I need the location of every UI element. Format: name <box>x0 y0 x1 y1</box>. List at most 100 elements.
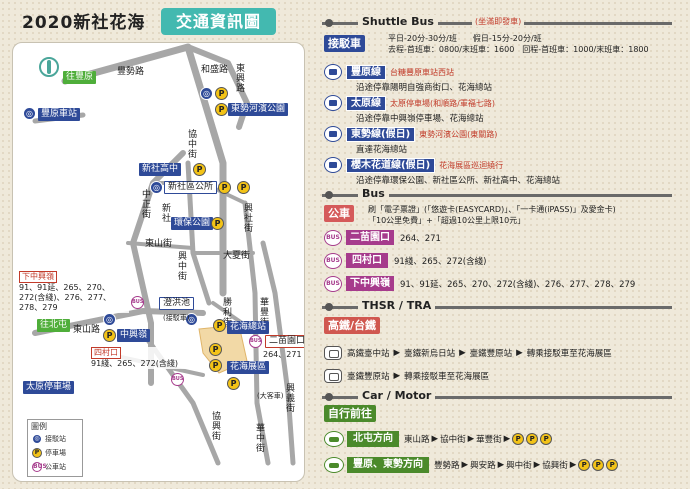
rail-chip: 高鐵/台鐵 <box>324 317 381 334</box>
arrow-icon: ▶ <box>459 348 466 358</box>
road-dongshan <box>32 308 206 336</box>
shuttle-parking-note: (接駁車) <box>163 314 190 322</box>
parking-icon: P <box>540 433 553 445</box>
shuttle-bus-icon <box>324 95 342 111</box>
bus-icon: BUS <box>324 252 342 269</box>
route-step: 華豐街 <box>476 435 502 445</box>
legend-parking-label: 停車場 <box>45 449 66 457</box>
rail-step: 轉乘接駁車至花海展區 <box>526 349 612 359</box>
section-marker-icon <box>325 19 333 27</box>
stop-xinshe-park[interactable]: 新社區公所 <box>164 181 218 194</box>
rail-row-thsr[interactable]: 高鐵臺中站 ▶ 臺鐵新烏日站 ▶ 臺鐵豐原站 ▶ 轉乘接駁車至花海展區 <box>324 345 612 361</box>
line-name: 櫻木花道線(假日) <box>346 157 436 173</box>
parking-pin[interactable]: P <box>218 181 231 194</box>
parking-pin[interactable]: P <box>213 319 226 332</box>
shuttle-line-taiyuan[interactable]: 太原線 太原停車場(和順路/軍福七路) <box>324 95 495 111</box>
bus-stop-pin[interactable]: BUS <box>171 373 184 386</box>
map-panel[interactable]: 豐勢路 和盛路 東興路 協中街 興社街 中正街 東山街 大夏街 興中街 東山路 … <box>12 42 305 482</box>
ermiao-routes: 264、271 <box>263 350 302 359</box>
shuttle-line-fengyuan[interactable]: 豐原線 台糖豐原車站西站 <box>324 64 454 80</box>
info-panel: Shuttle Bus (坐滿即發車) 接駁車 平日-20分-30分/班 假日-… <box>310 12 684 484</box>
route-step: 協興街 <box>542 461 568 471</box>
shuttle-stop-pin[interactable]: ◎ <box>200 87 213 100</box>
shuttle-stop-pin[interactable]: ◎ <box>150 181 163 194</box>
arrow-icon: ▶ <box>393 348 401 358</box>
legend-parking: P 停車場 <box>32 448 66 458</box>
stop-zhongxing-ling[interactable]: 中興嶺 <box>117 329 151 342</box>
bus-row-ermiao[interactable]: BUS 二苗園口 264、271 <box>324 229 441 246</box>
road-label-xiezhong: 協中街 <box>186 129 196 159</box>
shuttle-bus-icon <box>324 157 342 173</box>
parking-pin[interactable]: P <box>215 87 228 100</box>
route-step: 興中街 <box>506 461 532 471</box>
shuttle-stop-pin[interactable]: ◎ <box>103 313 116 326</box>
shuttle-line-dongshi[interactable]: 東勢線(假日) 東勢河濱公園(東關路) <box>324 126 497 142</box>
xiazhong-route-box: 下中興嶺 91、91延、265、270、272(含綫)、276、277、278、… <box>19 271 129 313</box>
parking-pin[interactable]: P <box>103 329 116 342</box>
car-row-fengyuan[interactable]: 豐原、東勢方向 豐勢路 ▶ 興安路 ▶ 興中街 ▶ 協興街 ▶ P P P <box>324 456 619 474</box>
arrow-icon: ▶ <box>497 460 505 470</box>
shuttle-stop-pin[interactable]: ◎ <box>23 107 36 120</box>
arrow-icon: ▶ <box>533 460 541 470</box>
route-step: 東山路 <box>404 435 430 445</box>
arrow-icon: ▶ <box>503 434 511 444</box>
shuttle-title: Shuttle Bus <box>358 15 438 28</box>
route-step: 豐勢路 <box>434 461 460 471</box>
title-badge: 交通資訊圖 <box>161 8 276 35</box>
sicun-label: 四村口 <box>91 347 121 359</box>
divider <box>322 194 672 197</box>
bus-stop-pin[interactable]: BUS <box>249 335 262 348</box>
timetable-line: 去程-首班車：0800/末班車：1600 回程-首班車：1000/末班車：180… <box>388 45 649 54</box>
car-chip: 自行前往 <box>324 405 376 422</box>
road-label-xingshe: 興社街 <box>242 203 252 233</box>
stop-taiyuan[interactable]: 太原停車場 <box>23 381 75 394</box>
parking-pin[interactable]: P <box>237 181 250 194</box>
sicun-routes: 91綫、265、272(含綫) <box>91 359 178 368</box>
road-label-huazhong: 華中街 <box>254 423 264 453</box>
compass-icon <box>39 57 59 77</box>
stop-flower-expo[interactable]: 花海展區 <box>227 361 270 374</box>
line-tag: 花海展區巡迴繞行 <box>439 160 504 170</box>
car-row-beitun[interactable]: 北屯方向 東山路 ▶ 協中街 ▶ 華豐街 ▶ P P P <box>324 430 553 448</box>
stop-huanbao-park[interactable]: 環保公園 <box>171 217 214 230</box>
stop-tingyuan[interactable]: 澄洪池 <box>159 297 195 310</box>
parking-pin[interactable]: P <box>215 103 228 116</box>
parking-pin[interactable]: P <box>227 377 240 390</box>
bus-notes: 刷「電子票證」(「悠遊卡(EASYCARD)」、「一卡通(iPASS)」及愛金卡… <box>368 204 616 226</box>
bus-routes: 91、91延、265、270、272(含綫)、276、277、278、279 <box>400 279 636 290</box>
parking-pin[interactable]: P <box>211 217 224 230</box>
line-tag: 東勢河濱公園(東關路) <box>419 129 498 139</box>
car-icon <box>324 431 344 447</box>
road-label-shengzhi: 勝利街 <box>221 297 231 327</box>
legend-bus-label: 公車站 <box>45 463 66 471</box>
stop-to-fengyuan[interactable]: 往豐原 <box>63 71 97 84</box>
bus-row-xiazhong[interactable]: BUS 下中興嶺 91、91延、265、270、272(含綫)、276、277、… <box>324 275 635 292</box>
road-label-dongxing: 東興路 <box>234 63 244 93</box>
parking-icon: P <box>578 459 591 471</box>
road-dongshanjie <box>126 241 195 250</box>
parking-pin[interactable]: P <box>209 359 222 372</box>
parking-pin[interactable]: P <box>193 163 206 176</box>
bus-section-head: Bus <box>322 187 672 202</box>
bus-stop-pin[interactable]: BUS <box>131 296 144 309</box>
stop-xinshe-high[interactable]: 新社高中 <box>139 163 182 176</box>
bus-icon: BUS <box>324 229 342 246</box>
stop-ermiao[interactable]: 二苗園口 <box>265 335 304 348</box>
stop-fengyuan-station[interactable]: 豐原車站 <box>38 108 81 121</box>
line-tag: 太原停車場(和順路/軍福七路) <box>390 98 495 108</box>
legend-shuttle: ◎ 接駁站 <box>32 434 66 444</box>
shuttle-section-head: Shuttle Bus (坐滿即發車) <box>322 15 672 30</box>
parking-pin[interactable]: P <box>209 343 222 356</box>
shuttle-line-sakura[interactable]: 櫻木花道線(假日) 花海展區巡迴繞行 <box>324 157 503 173</box>
stop-to-beitun[interactable]: 往北屯 <box>37 319 71 332</box>
rail-row-tra[interactable]: 臺鐵豐原站 ▶ 轉乘接駁車至花海展區 <box>324 368 489 384</box>
shuttle-stop-pin[interactable]: ◎ <box>185 313 198 326</box>
map-legend: 圖例 ◎ 接駁站 P 停車場 BUS 公車站 <box>27 419 83 477</box>
shuttle-subtitle: (坐滿即發車) <box>472 16 525 27</box>
arrow-icon: ▶ <box>431 434 439 444</box>
stop-dongshi-park[interactable]: 東勢河濱公園 <box>228 103 289 116</box>
section-marker-icon <box>325 191 333 199</box>
bus-row-sicun[interactable]: BUS 四村口 91綫、265、272(含綫) <box>324 252 486 269</box>
arrow-icon: ▶ <box>393 371 401 381</box>
stop-flower-station[interactable]: 花海總站 <box>227 321 270 334</box>
